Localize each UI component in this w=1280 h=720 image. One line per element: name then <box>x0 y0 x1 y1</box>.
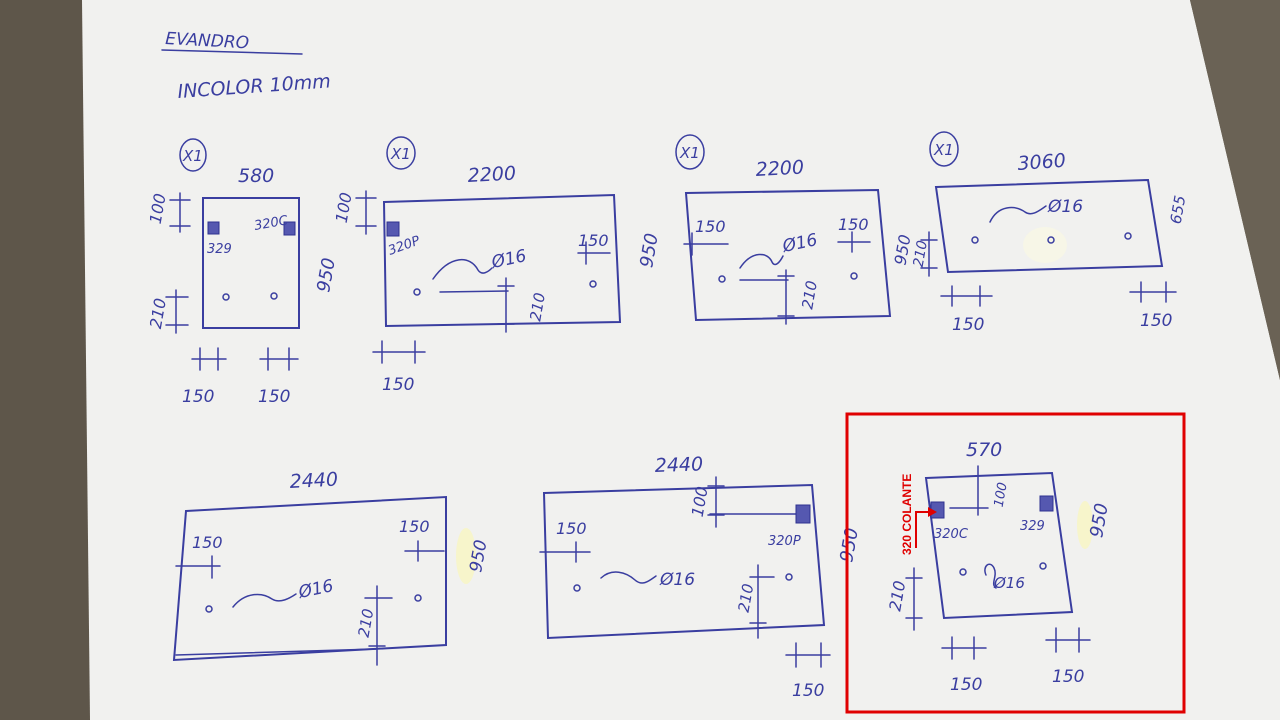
hole <box>270 292 278 300</box>
hole-diameter: Ø16 <box>993 574 1025 592</box>
arrow-head <box>928 507 937 517</box>
hole <box>205 605 213 613</box>
qty-circle <box>929 131 959 167</box>
left-offset-label: 150 <box>695 217 726 236</box>
bottom-left-label: 150 <box>950 675 982 695</box>
hole <box>414 594 422 602</box>
highlight-box <box>845 412 1186 714</box>
tape-mark <box>1077 501 1093 549</box>
width-label: 2440 <box>654 453 703 477</box>
hole <box>959 568 967 576</box>
width-label: 580 <box>238 165 274 187</box>
left-offset-label: 150 <box>192 533 223 552</box>
bottom-left-label: 150 <box>952 315 984 335</box>
hinge-right-mark <box>283 221 296 236</box>
glass-outline <box>542 483 826 640</box>
left-offset-label: 150 <box>556 519 587 538</box>
hinge-right-code: 329 <box>1020 519 1045 534</box>
hole-offset-label: 210 <box>355 607 378 638</box>
glass-outline <box>934 178 1164 274</box>
hinge-left-mark <box>207 221 220 235</box>
hole <box>573 584 581 592</box>
qty-circle <box>179 138 207 172</box>
glass-outline <box>202 197 300 329</box>
bottom-left-label: 150 <box>182 387 214 407</box>
glass-outline <box>382 193 622 328</box>
hinge-left-code: 329 <box>207 242 232 257</box>
width-label: 3060 <box>1017 150 1067 175</box>
bottom-right-label: 150 <box>1140 311 1172 331</box>
hole-offset-label: 210 <box>798 279 821 310</box>
qty-label: X1 <box>390 145 411 163</box>
width-label: 2440 <box>289 468 338 493</box>
qty-circle <box>386 136 416 170</box>
side-offset-label: 210 <box>911 239 931 268</box>
hole <box>222 293 230 301</box>
hole-diameter: Ø16 <box>659 570 695 590</box>
hinge-code: 320P <box>768 534 801 549</box>
width-label: 2200 <box>467 162 516 187</box>
hinge-right-mark <box>1039 495 1054 512</box>
colante-annotation: 320 COLANTE <box>900 474 914 555</box>
bottom-left-label: 150 <box>382 375 414 395</box>
hole <box>413 288 421 296</box>
client-name: EVANDRO <box>165 29 250 53</box>
tape-mark <box>1023 227 1067 263</box>
hole <box>1039 562 1047 570</box>
qty-label: X1 <box>182 147 203 165</box>
glass-outline <box>684 188 892 322</box>
hinge-mark <box>386 221 400 237</box>
right-offset-label: 150 <box>399 517 430 536</box>
client-underline <box>161 49 303 55</box>
width-label: 570 <box>966 439 1002 461</box>
top-offset-label: 100 <box>992 481 1011 508</box>
hole <box>850 272 858 280</box>
hole-offset-label: 210 <box>526 291 549 322</box>
hinge-right-code: 320C <box>253 213 290 234</box>
annotation-arrow <box>915 511 928 548</box>
right-offset-label: 150 <box>578 231 609 250</box>
hole <box>785 573 793 581</box>
width-label: 2200 <box>755 156 804 181</box>
hole-diameter: Ø16 <box>1047 197 1083 217</box>
hole <box>971 236 979 244</box>
qty-label: X1 <box>933 141 954 159</box>
hinge-mark <box>795 504 811 524</box>
bottom-right-label: 150 <box>258 387 290 407</box>
tape-mark <box>456 528 476 584</box>
hole <box>718 275 726 283</box>
glass-outline <box>924 471 1074 620</box>
height-label: 655 <box>1167 194 1190 225</box>
paper-sheet <box>82 0 1280 720</box>
hole <box>589 280 597 288</box>
qty-label: X1 <box>679 144 700 162</box>
hole-offset-label: 210 <box>735 582 758 613</box>
right-offset-label: 150 <box>838 215 869 234</box>
glass-outline <box>172 495 447 662</box>
bottom-right-label: 150 <box>792 681 824 701</box>
piece-2: X1 2200 320P Ø16 210 150 950 100 150 <box>332 136 663 395</box>
hole <box>1047 236 1055 244</box>
bottom-right-label: 150 <box>1052 667 1084 687</box>
hinge-left-code: 320C <box>934 527 969 542</box>
hole <box>1124 232 1132 240</box>
qty-circle <box>675 134 705 170</box>
piece-1: X1 580 329 320C 950 100 210 150 150 <box>146 138 340 407</box>
piece-4: X1 3060 Ø16 655 210 150 150 <box>911 131 1190 335</box>
piece-6: 2440 100 320P 950 150 Ø16 210 150 <box>539 453 863 701</box>
